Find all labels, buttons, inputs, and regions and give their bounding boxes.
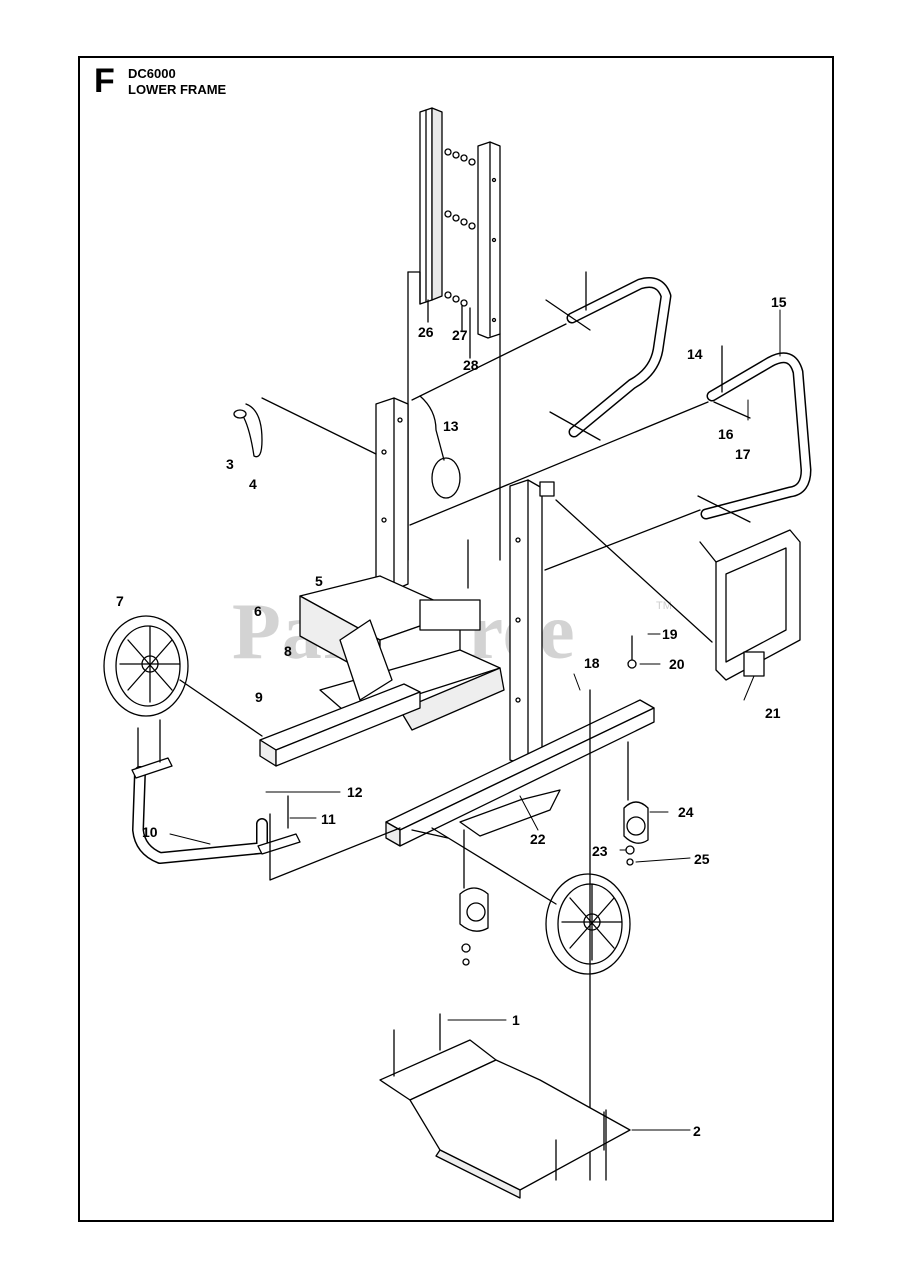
diagram-title: DC6000 LOWER FRAME [128, 66, 226, 98]
basket-frame [699, 529, 801, 681]
caster-right [623, 741, 649, 866]
callout-4: 4 [249, 476, 257, 492]
handle-left [545, 271, 672, 441]
front-bar [131, 719, 301, 864]
callout-2: 2 [693, 1123, 701, 1139]
callout-8: 8 [284, 643, 292, 659]
callout-24: 24 [678, 804, 694, 820]
diagram-border [78, 56, 834, 1222]
upper-rail-right [477, 141, 501, 339]
callout-26: 26 [418, 324, 434, 340]
left-column [375, 397, 409, 591]
callout-23: 23 [592, 843, 608, 859]
caster-left [459, 829, 489, 966]
callout-9: 9 [255, 689, 263, 705]
callout-22: 22 [530, 831, 546, 847]
watermark-tm: TM [656, 600, 672, 612]
callout-18: 18 [584, 655, 600, 671]
callout-10: 10 [142, 824, 158, 840]
callout-7: 7 [116, 593, 124, 609]
wheel-left [103, 615, 189, 717]
callout-20: 20 [669, 656, 685, 672]
callout-12: 12 [347, 784, 363, 800]
callout-16: 16 [718, 426, 734, 442]
handle-right [697, 345, 812, 523]
callout-27: 27 [452, 327, 468, 343]
callout-17: 17 [735, 446, 751, 462]
left-axle-tube [259, 683, 421, 767]
hose-reel [419, 395, 461, 499]
rail-bolts [444, 148, 476, 307]
pin-clip [233, 403, 263, 458]
assembly-name: LOWER FRAME [128, 82, 227, 97]
bottom-tray [379, 1013, 631, 1199]
callout-21: 21 [765, 705, 781, 721]
callout-15: 15 [771, 294, 787, 310]
callout-13: 13 [443, 418, 459, 434]
upper-rail-left [419, 107, 443, 305]
model-name: DC6000 [128, 66, 176, 81]
callout-6: 6 [254, 603, 262, 619]
callout-28: 28 [463, 357, 479, 373]
callout-3: 3 [226, 456, 234, 472]
callout-leaders [169, 309, 781, 1131]
callout-1: 1 [512, 1012, 520, 1028]
section-letter: F [94, 62, 115, 100]
callout-19: 19 [662, 626, 678, 642]
wheel-right [545, 873, 631, 975]
callout-5: 5 [315, 573, 323, 589]
callout-25: 25 [694, 851, 710, 867]
right-column [509, 479, 555, 767]
callout-14: 14 [687, 346, 703, 362]
callout-11: 11 [321, 811, 336, 827]
